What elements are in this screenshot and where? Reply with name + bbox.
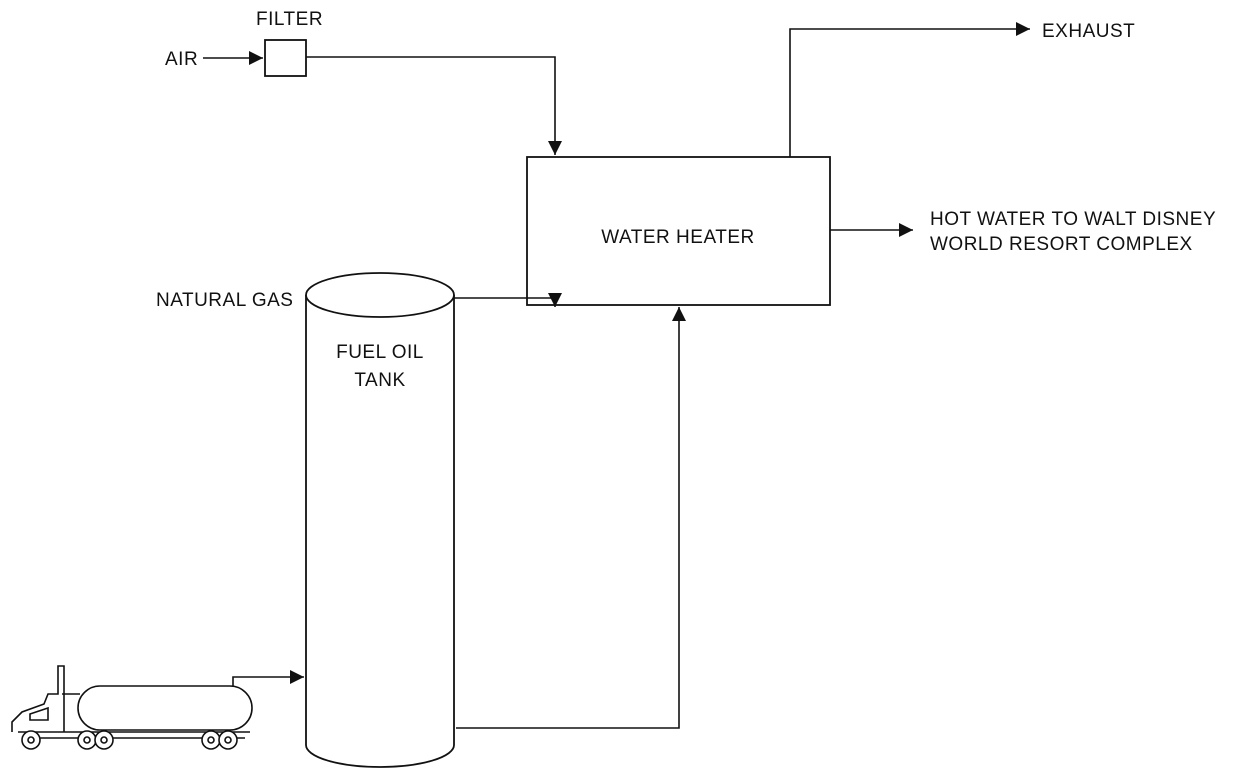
fuel-oil-tank — [305, 272, 455, 768]
tanker-truck-icon — [11, 665, 253, 750]
hot-water-label-line2: WORLD RESORT COMPLEX — [930, 234, 1193, 255]
hot-water-label-line1: HOT WATER TO WALT DISNEY — [930, 209, 1216, 230]
fuel-oil-tank-label-line2: TANK — [354, 370, 405, 391]
exhaust-label: EXHAUST — [1042, 21, 1135, 42]
fuel-oil-to-heater-arrow — [456, 307, 686, 729]
filter-label: FILTER — [256, 9, 323, 30]
water-heater-label: WATER HEATER — [601, 227, 754, 248]
fuel-oil-tank-label-line1: FUEL OIL — [336, 342, 424, 363]
exhaust-arrow — [789, 22, 1030, 157]
air-label: AIR — [165, 49, 198, 70]
natural-gas-label: NATURAL GAS — [156, 290, 293, 311]
filter-box — [264, 39, 307, 77]
filter-to-heater-arrow — [306, 56, 562, 155]
water-heater-box — [526, 156, 831, 306]
